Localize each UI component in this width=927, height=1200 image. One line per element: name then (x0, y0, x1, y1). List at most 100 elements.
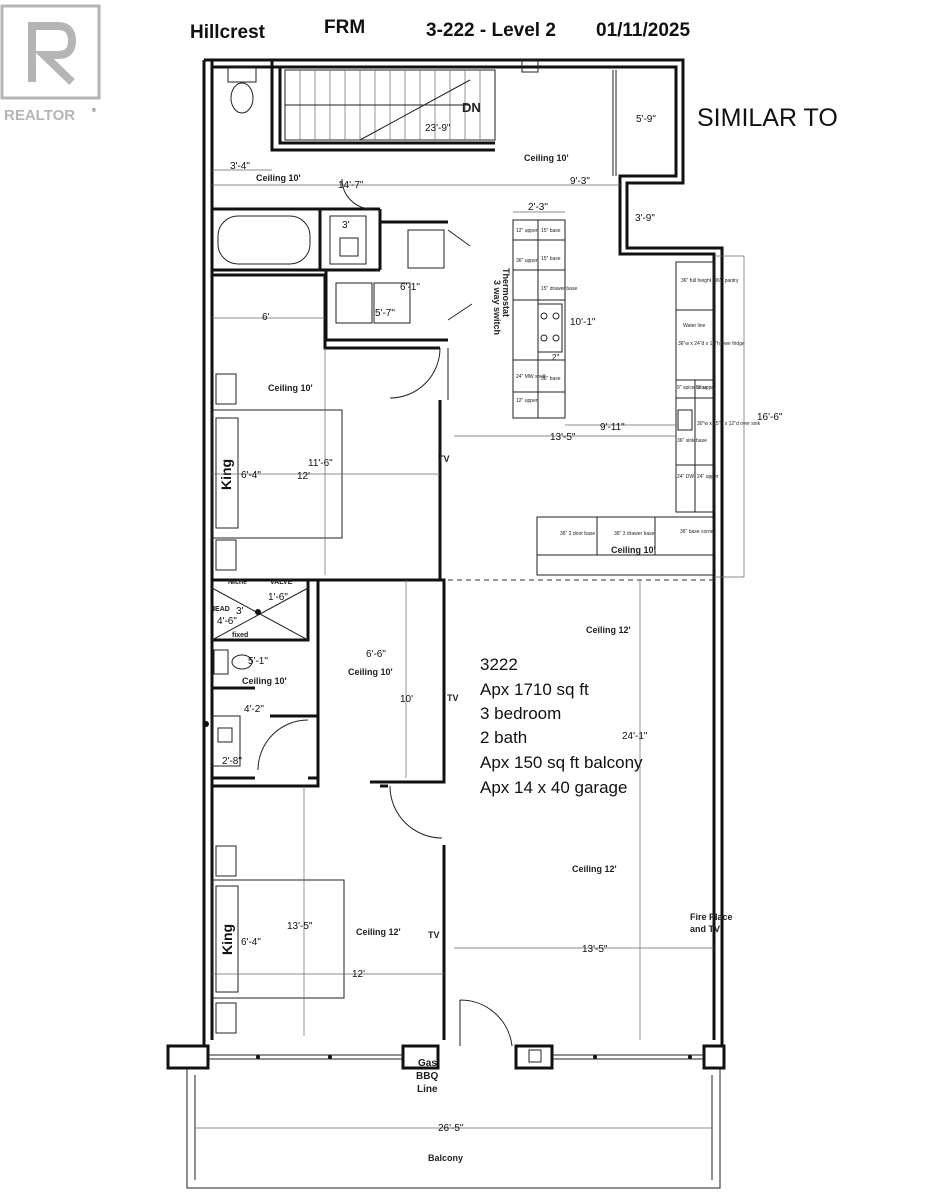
kitchen-counter: 36" 2 door base 36" 3 drawer base 36" ba… (536, 516, 715, 576)
ceiling-living-b: Ceiling 12' (572, 864, 617, 874)
ceiling-living-a: Ceiling 12' (586, 625, 631, 635)
dim-4-2: 4'-2" (244, 704, 264, 715)
laundry: 6'-1" 5'-7" Thermostat 3 way switch (324, 209, 511, 342)
stairs: DN 23'-9" 5'-9" Ceiling 10' (270, 59, 656, 176)
cab-c4: 15" base (541, 256, 561, 262)
dim-16-6: 16'-6" (757, 412, 783, 423)
kitchen-perimeter: 36" full height (96") pantry Water line … (675, 261, 761, 513)
kitchen-island: 12" upper 15" base 36" upper 15" base 15… (512, 202, 596, 419)
cab-c5: 15" drawer base (541, 286, 577, 292)
dim-3-9: 3'-9" (635, 213, 655, 224)
cab-p6: 30"w x 15"h x 12"d over sink (697, 421, 761, 427)
dim-6-1: 6'-1" (400, 282, 420, 293)
living-room: Ceiling 12' Ceiling 12' 24'-1" 13'-5" Fi… (454, 580, 733, 1047)
bedroom-1: 6' Ceiling 10' King 6'-4" 11'-6" 12' TV (211, 273, 450, 582)
stairs-down: DN (462, 100, 481, 115)
similar-note: SIMILAR TO (697, 104, 838, 132)
summary-block: 3222 Apx 1710 sq ft 3 bedroom 2 bath Apx… (480, 655, 643, 797)
cab-c1: 12" upper (516, 228, 538, 234)
fixed-label: fixed (232, 632, 248, 639)
dim-5-7: 5'-7" (375, 308, 395, 319)
summary-unit: 3222 (480, 655, 518, 674)
cab-c2: 15" base (541, 228, 561, 234)
cab-p4: 9" upper (697, 385, 716, 391)
cab-b3: 36" base corner (680, 529, 715, 535)
dim-2: 2" (552, 353, 559, 362)
dim-2-3: 2'-3" (528, 202, 548, 213)
switch-label: 3 way switch (492, 280, 502, 335)
dim-11-6: 11'-6" (308, 458, 333, 469)
gas-line-3: Line (417, 1084, 438, 1095)
plan-date: 01/11/2025 (596, 20, 690, 41)
niche-label: Niche (228, 579, 247, 586)
dim-1-6: 1'-6" (268, 592, 288, 603)
tv-bed2: TV (428, 930, 440, 940)
gas-line-1: Gas (418, 1058, 437, 1069)
bedroom-2: King 6'-4" 13'-5" 12' Ceiling 12' TV (211, 770, 446, 1040)
dim-3-shower: 3' (236, 606, 244, 617)
tv-bed1: TV (438, 454, 450, 464)
exterior-walls (166, 58, 726, 1070)
summary-bedrooms: 3 bedroom (480, 704, 561, 723)
dim-9-3: 9'-3" (570, 176, 590, 187)
dim-6-4-bed1: 6'-4" (241, 470, 261, 481)
cab-c8: 12" upper (516, 398, 538, 404)
summary-baths: 2 bath (480, 728, 527, 747)
closet-middle: 6'-6" Ceiling 10' 10' TV (318, 578, 459, 784)
cab-p5: 36" sink base (677, 438, 707, 444)
dim-10: 10' (400, 694, 413, 705)
realtor-logo: REALTOR ® (0, 4, 101, 124)
dim-6-6: 6'-6" (366, 649, 386, 660)
dim-24-1: 24'-1" (622, 731, 648, 742)
dim-12-bed2: 12' (352, 969, 365, 980)
summary-garage: Apx 14 x 40 garage (480, 778, 627, 797)
ceiling-bed1: Ceiling 10' (268, 383, 313, 393)
king-label-2: King (219, 924, 235, 955)
fireplace-line2: and TV (690, 924, 720, 934)
ceiling-kitchen: Ceiling 10' (611, 545, 656, 555)
ceiling-foyer: Ceiling 10' (524, 153, 569, 163)
balcony: 26'-5" Balcony (186, 1068, 721, 1189)
cab-c6: 24" MW shelf (516, 374, 546, 380)
ceiling-bath2: Ceiling 10' (242, 676, 287, 686)
dim-9-11: 9'-11" (600, 422, 625, 433)
cab-p3: 9" spice base (677, 385, 707, 391)
project-name: Hillcrest (190, 22, 266, 43)
water-line: Water line (683, 323, 706, 329)
dim-2-8: 2'-8" (222, 756, 242, 767)
cab-p7: 24" DW (677, 474, 694, 480)
dim-6-4-bed2: 6'-4" (241, 937, 261, 948)
dim-13-5-bed2: 13'-5" (287, 921, 313, 932)
ceiling-bath1: Ceiling 10' (256, 173, 301, 183)
dim-3: 3' (342, 220, 350, 231)
summary-balcony: Apx 150 sq ft balcony (480, 753, 643, 772)
unit-level: 3-222 - Level 2 (426, 20, 556, 41)
dim-3-4: 3'-4" (230, 161, 250, 172)
cab-c7: 36" base (541, 376, 561, 382)
ceiling-closet: Ceiling 10' (348, 667, 393, 677)
toilet-upper (227, 67, 257, 114)
valve-label: VALVE (270, 579, 293, 586)
tv-middle: TV (447, 693, 459, 703)
dim-10-1: 10'-1" (570, 317, 596, 328)
dim-5-1: 5'-1" (248, 656, 268, 667)
balcony-label: Balcony (428, 1153, 463, 1163)
type-code: FRM (324, 17, 365, 38)
dim-23-9: 23'-9" (425, 123, 451, 134)
thermostat-label: Thermostat (501, 268, 511, 317)
dim-4-6: 4'-6" (217, 616, 237, 627)
gas-line-2: BBQ (416, 1071, 438, 1082)
bathroom-1: 3' (212, 178, 380, 272)
realtor-logo-mark: ® (92, 107, 96, 114)
cab-p2: 36"w x 24"d x 15"h over fridge (678, 341, 745, 347)
cab-b2: 36" 3 drawer base (614, 531, 655, 537)
dim-6: 6' (262, 312, 270, 323)
head-label: HEAD (210, 606, 230, 613)
realtor-logo-text: REALTOR (4, 107, 75, 124)
cab-b1: 36" 2 door base (560, 531, 595, 537)
dim-26-5: 26'-5" (438, 1123, 464, 1134)
dim-14-7: 14'-7" (338, 180, 364, 191)
dim-12-bed1: 12' (297, 471, 310, 482)
summary-area: Apx 1710 sq ft (480, 680, 589, 699)
